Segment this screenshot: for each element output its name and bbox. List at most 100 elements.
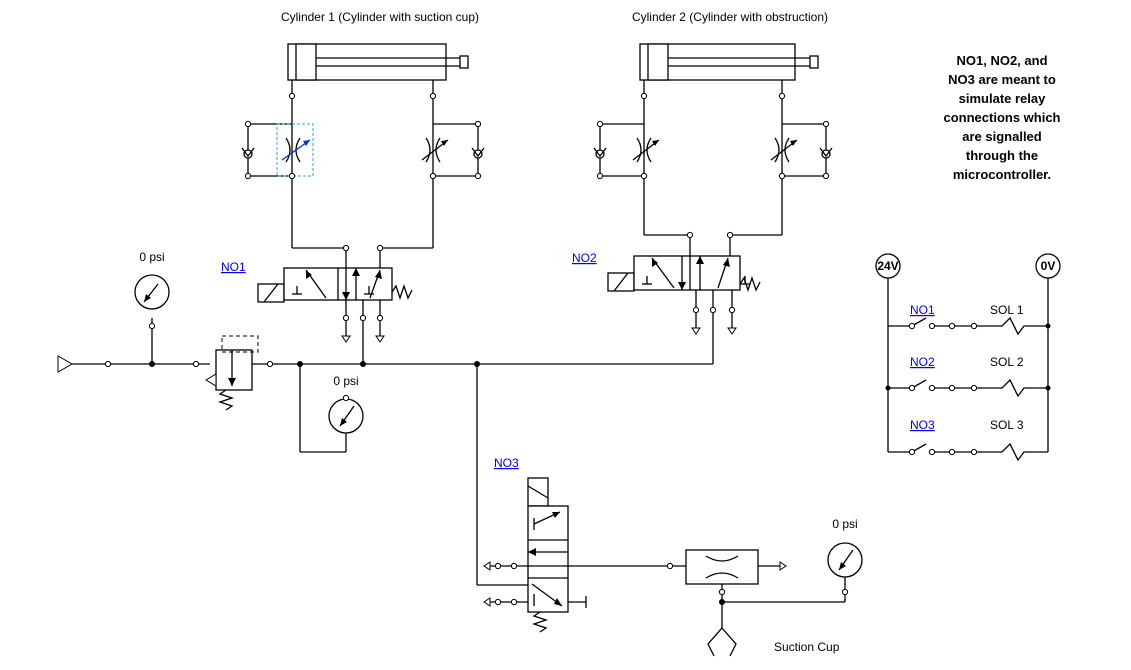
port-marker	[342, 314, 350, 322]
port-marker	[596, 120, 604, 128]
gauge-3-value: 0 psi	[832, 517, 857, 531]
port-marker	[342, 394, 350, 402]
port-marker	[148, 322, 156, 330]
vacuum-generator[interactable]	[568, 549, 787, 628]
port-marker	[928, 384, 936, 392]
relay-contact-no3[interactable]: NO3	[910, 418, 935, 432]
port-marker	[192, 360, 200, 368]
port-marker	[822, 120, 830, 128]
port-marker	[908, 322, 916, 330]
port-marker	[494, 562, 502, 570]
port-marker	[104, 360, 112, 368]
pressure-gauge-1: 0 psi	[134, 250, 170, 310]
port-marker	[908, 384, 916, 392]
note-line: connections which	[943, 110, 1060, 125]
relay-coil-sol3: SOL 3	[990, 418, 1024, 432]
pressure-gauge-3: 0 psi	[722, 517, 863, 603]
port-marker	[288, 92, 296, 100]
port-marker	[970, 384, 978, 392]
valve-no3-link[interactable]: NO3	[494, 456, 519, 470]
port-marker	[948, 384, 956, 392]
port-marker	[596, 172, 604, 180]
port-marker	[970, 322, 978, 330]
relay-coil-sol2: SOL 2	[990, 355, 1024, 369]
cylinder-2[interactable]	[639, 43, 819, 96]
air-source-icon	[57, 355, 74, 373]
port-marker	[666, 562, 674, 570]
check-valve-left-2	[593, 147, 607, 159]
port-marker	[948, 322, 956, 330]
port-marker	[429, 172, 437, 180]
pressure-regulator[interactable]	[205, 335, 259, 411]
relay-contact-no2[interactable]: NO2	[910, 355, 935, 369]
port-marker	[928, 448, 936, 456]
valve-no1-link[interactable]: NO1	[221, 260, 246, 274]
relay-coil-sol1: SOL 1	[990, 303, 1024, 317]
gauge-2-value: 0 psi	[333, 374, 358, 388]
directional-valve-no3[interactable]	[483, 477, 587, 633]
cylinder-1[interactable]	[287, 43, 469, 96]
cylinder-2-title: Cylinder 2 (Cylinder with obstruction)	[632, 10, 828, 24]
port-marker	[342, 244, 350, 252]
port-marker	[948, 448, 956, 456]
note-line: NO3 are meant to	[948, 72, 1056, 87]
main-supply-line	[57, 318, 713, 586]
port-marker	[778, 172, 786, 180]
check-valve-right-2	[819, 147, 833, 159]
cylinder-1-lines	[247, 96, 479, 268]
suction-cup-icon: Suction Cup	[707, 627, 840, 657]
note-line: through the	[966, 148, 1038, 163]
port-marker	[474, 172, 482, 180]
port-marker	[474, 120, 482, 128]
port-marker	[778, 92, 786, 100]
port-marker	[692, 306, 700, 314]
note-line: NO1, NO2, and	[956, 53, 1047, 68]
flow-control-valve-left-2[interactable]	[632, 137, 660, 163]
port-marker	[429, 92, 437, 100]
note-line: simulate relay	[959, 91, 1046, 106]
flow-control-valve-right-1[interactable]	[421, 137, 449, 163]
port-marker	[359, 314, 367, 322]
relay-contact-no1[interactable]: NO1	[910, 303, 935, 317]
port-marker	[510, 562, 518, 570]
gauge-1-value: 0 psi	[139, 250, 164, 264]
port-marker	[376, 314, 384, 322]
valve-no2-link[interactable]: NO2	[572, 251, 597, 265]
flow-control-valve-left-1[interactable]	[276, 123, 314, 177]
port-marker	[822, 172, 830, 180]
port-marker	[640, 172, 648, 180]
relay-note: NO1, NO2, and NO3 are meant to simulate …	[943, 53, 1060, 182]
port-marker	[718, 588, 726, 596]
directional-valve-no2[interactable]	[607, 255, 761, 364]
flow-control-valve-right-2[interactable]	[770, 137, 798, 163]
port-marker	[970, 448, 978, 456]
port-marker	[728, 306, 736, 314]
directional-valve-no1[interactable]	[257, 267, 413, 364]
cylinder-2-lines	[599, 96, 827, 256]
ground-0v-label: 0V	[1041, 259, 1056, 273]
port-marker	[266, 360, 274, 368]
port-marker	[928, 322, 936, 330]
port-marker	[494, 598, 502, 606]
port-marker	[841, 588, 849, 596]
suction-cup-label: Suction Cup	[774, 640, 840, 654]
port-marker	[640, 92, 648, 100]
note-line: microcontroller.	[953, 167, 1051, 182]
relay-ladder: 24V 0V NO1 SOL 1 NO2 SOL 2 NO3 SOL 3	[875, 253, 1061, 462]
port-marker	[376, 244, 384, 252]
port-marker	[510, 598, 518, 606]
port-marker	[244, 172, 252, 180]
pressure-gauge-2: 0 psi	[328, 374, 364, 434]
note-line: are signalled	[962, 129, 1042, 144]
port-marker	[686, 231, 694, 239]
port-marker	[244, 120, 252, 128]
check-valve-left-1	[241, 147, 255, 159]
port-marker	[908, 448, 916, 456]
check-valve-right-1	[471, 147, 485, 159]
connection-ports	[104, 92, 978, 606]
port-marker	[709, 306, 717, 314]
port-marker	[288, 172, 296, 180]
port-marker	[726, 231, 734, 239]
cylinder-1-title: Cylinder 1 (Cylinder with suction cup)	[281, 10, 479, 24]
